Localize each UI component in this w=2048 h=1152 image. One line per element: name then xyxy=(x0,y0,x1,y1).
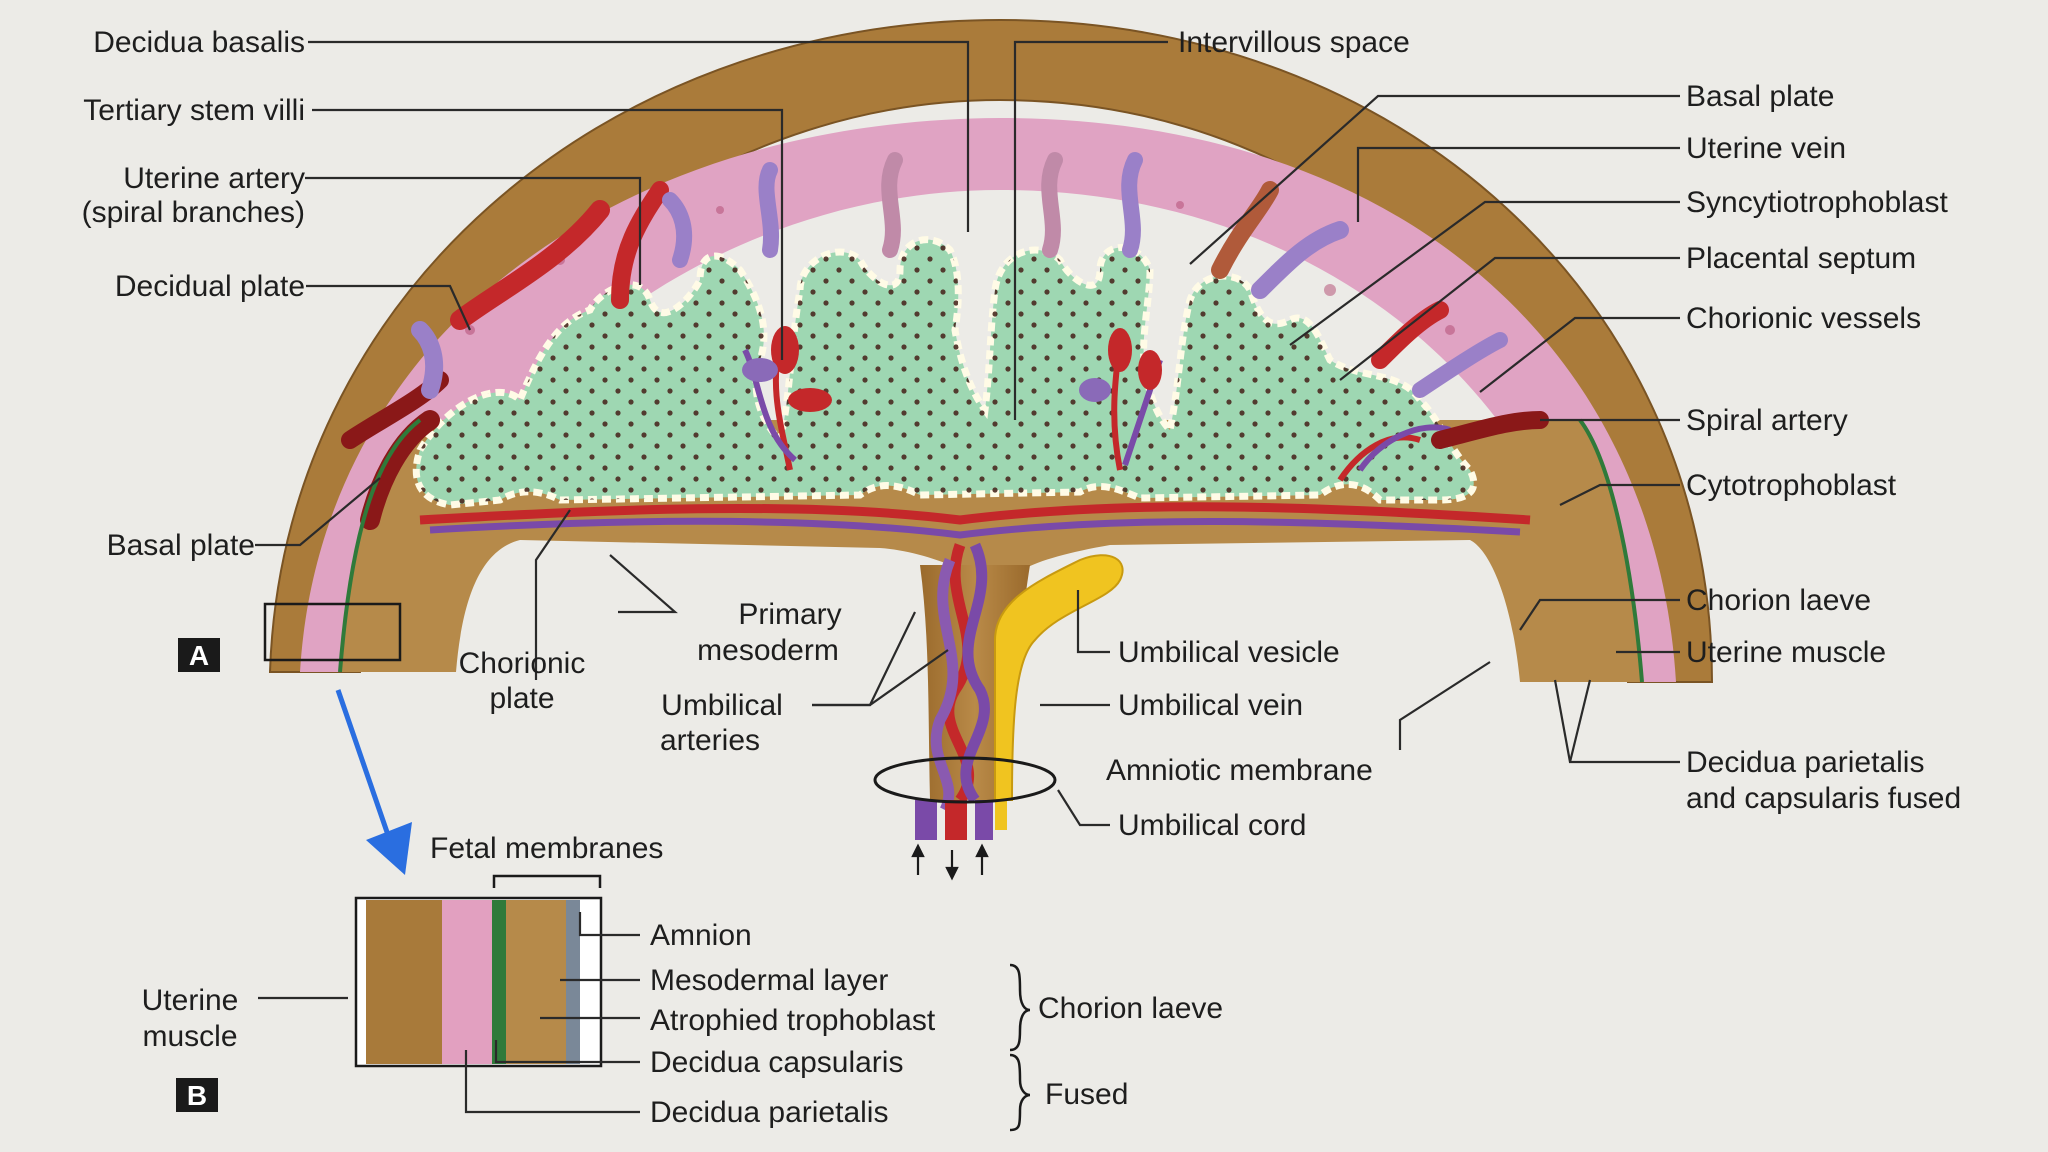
label-tertiary-stem-villi: Tertiary stem villi xyxy=(83,94,305,127)
label-syncytiotrophoblast: Syncytiotrophoblast xyxy=(1686,186,1948,219)
label-amniotic-membrane: Amniotic membrane xyxy=(1106,754,1373,787)
labels-left: Decidua basalis Tertiary stem villi Uter… xyxy=(82,26,842,757)
label-placental-septum: Placental septum xyxy=(1686,242,1916,275)
label-chorionic-plate-1: Chorionic xyxy=(459,647,586,680)
labels-panel-b: Fetal membranes Uterine muscle Amnion Me… xyxy=(142,832,1223,1129)
label-decidua-capsularis: Decidua capsularis xyxy=(650,1046,903,1079)
label-umbilical-vein: Umbilical vein xyxy=(1118,689,1303,722)
label-decidua-fused-2: and capsularis fused xyxy=(1686,782,1961,815)
label-fetal-membranes: Fetal membranes xyxy=(430,832,663,865)
detail-selection-box xyxy=(263,602,402,662)
fetal-membranes-inset xyxy=(354,896,603,1068)
labels-right: Intervillous space Basal plate Uterine v… xyxy=(1106,26,1961,842)
panel-b-letter: B xyxy=(176,1078,218,1112)
label-chorionic-plate-2: plate xyxy=(489,682,554,715)
label-decidua-fused-1: Decidua parietalis xyxy=(1686,746,1924,779)
label-umbilical-arteries-1: Umbilical xyxy=(661,689,783,722)
placenta-dome xyxy=(268,18,1714,881)
label-primary-mesoderm-1: Primary xyxy=(738,598,841,631)
label-chorion-laeve: Chorion laeve xyxy=(1686,584,1871,617)
label-mesodermal-layer: Mesodermal layer xyxy=(650,964,888,997)
label-umbilical-vesicle: Umbilical vesicle xyxy=(1118,636,1340,669)
label-decidua-basalis: Decidua basalis xyxy=(93,26,305,59)
label-b-chorion-laeve: Chorion laeve xyxy=(1038,992,1223,1025)
label-b-uterine-muscle-1: Uterine xyxy=(142,984,239,1017)
label-umbilical-cord: Umbilical cord xyxy=(1118,809,1306,842)
label-fused: Fused xyxy=(1045,1078,1128,1111)
label-spiral-artery: Spiral artery xyxy=(1686,404,1848,437)
label-uterine-artery-1: Uterine artery xyxy=(123,162,305,195)
umbilical-vesicle xyxy=(994,554,1124,801)
label-amnion: Amnion xyxy=(650,919,752,952)
label-uterine-artery-2: (spiral branches) xyxy=(82,196,305,229)
label-basal-plate-left: Basal plate xyxy=(107,529,255,562)
label-decidual-plate: Decidual plate xyxy=(115,270,305,303)
label-atrophied-trophoblast: Atrophied trophoblast xyxy=(650,1004,936,1037)
label-primary-mesoderm-2: mesoderm xyxy=(697,634,839,667)
umbilical-cord-ring xyxy=(873,756,1057,804)
label-decidua-parietalis: Decidua parietalis xyxy=(650,1096,888,1129)
label-basal-plate-right: Basal plate xyxy=(1686,80,1834,113)
label-intervillous-space: Intervillous space xyxy=(1178,26,1410,59)
label-chorionic-vessels: Chorionic vessels xyxy=(1686,302,1921,335)
label-uterine-muscle: Uterine muscle xyxy=(1686,636,1886,669)
svg-text:B: B xyxy=(187,1080,207,1111)
label-uterine-vein: Uterine vein xyxy=(1686,132,1846,165)
label-cytotrophoblast: Cytotrophoblast xyxy=(1686,469,1897,502)
label-umbilical-arteries-2: arteries xyxy=(660,724,760,757)
decidua-region xyxy=(300,118,1676,682)
label-b-uterine-muscle-2: muscle xyxy=(142,1020,237,1053)
leader-lines xyxy=(255,40,1680,1114)
zoom-arrow xyxy=(335,689,412,875)
svg-text:A: A xyxy=(189,640,209,671)
panel-a-letter: A xyxy=(178,638,220,672)
